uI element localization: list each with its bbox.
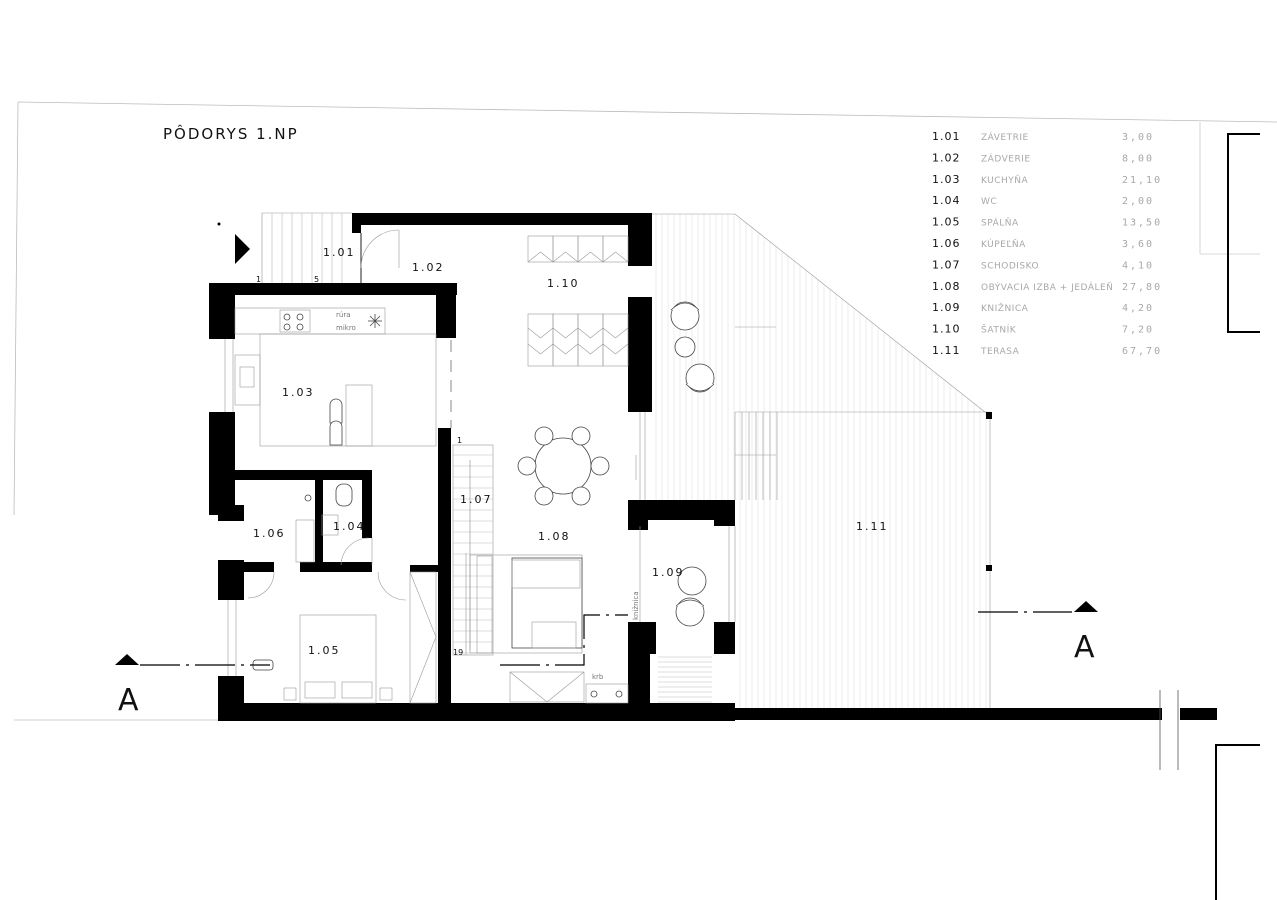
room-1-06: 1.06 <box>253 527 286 540</box>
room-1-02: 1.02 <box>412 261 445 274</box>
legend-name: SPÁLŇA <box>981 217 1019 229</box>
entry-steps <box>261 213 343 283</box>
legend-area: 4,10 <box>1122 260 1154 271</box>
legend-name: ZÁDVERIE <box>981 152 1031 164</box>
legend-row: 1.11 TERASA 67,70 <box>932 344 1162 357</box>
legend-row: 1.02 ZÁDVERIE 8,00 <box>932 151 1154 164</box>
room-1-11: 1.11 <box>856 520 889 533</box>
thin-lines <box>224 212 736 676</box>
legend-number: 1.09 <box>932 301 961 314</box>
section-arrow-left-icon <box>115 654 139 665</box>
legend-row: 1.06 KÚPEĽŇA 3,60 <box>932 237 1154 250</box>
legend-name: WC <box>981 197 997 207</box>
terrace-steps <box>734 412 778 500</box>
dining-set <box>517 426 610 506</box>
legend-area: 27,80 <box>1122 282 1162 293</box>
legend-number: 1.11 <box>932 344 961 357</box>
room-labels: 1.01 1.02 1.03 1.04 1.05 1.06 1.07 1.08 … <box>253 246 889 657</box>
legend-name: OBÝVACIA IZBA + JEDÁLEŇ <box>981 281 1113 293</box>
step-last-label: 5 <box>314 275 319 284</box>
room-1-03: 1.03 <box>282 386 315 399</box>
oven-label: rúra <box>336 311 350 319</box>
legend-number: 1.06 <box>932 237 961 250</box>
bedroom-furniture <box>252 571 437 704</box>
legend-row: 1.04 WC 2,00 <box>932 194 1154 207</box>
legend-name: ŠATNÍK <box>981 324 1017 336</box>
legend-row: 1.10 ŠATNÍK 7,20 <box>932 323 1154 336</box>
kitchen-furniture: rúra mikro <box>234 307 437 447</box>
legend-row: 1.08 OBÝVACIA IZBA + JEDÁLEŇ 27,80 <box>932 280 1162 293</box>
room-legend: 1.01 ZÁVETRIE 3,00 1.02 ZÁDVERIE 8,00 1.03 KUCH… <box>932 130 1162 357</box>
site-boundary <box>13 101 1277 721</box>
legend-area: 67,70 <box>1122 346 1162 357</box>
legend-name: KUCHYŇA <box>981 175 1029 186</box>
bath-furniture <box>247 483 407 601</box>
legend-row: 1.01 ZÁVETRIE 3,00 <box>932 130 1154 143</box>
staircase <box>452 444 494 656</box>
legend-area: 3,60 <box>1122 239 1154 250</box>
microwave-label: mikro <box>336 324 356 332</box>
legend-number: 1.10 <box>932 323 961 336</box>
library-stairs <box>658 656 712 703</box>
room-1-05: 1.05 <box>308 644 341 657</box>
stair-start-label: 1 <box>457 436 462 445</box>
step-first-label: 1 <box>256 275 261 284</box>
legend-name: KÚPEĽŇA <box>981 238 1026 250</box>
walls <box>209 213 1217 721</box>
legend-row: 1.09 KNIŽNICA 4,20 <box>932 301 1154 314</box>
fireplace-label: krb <box>592 673 604 681</box>
library-furniture: knižnica <box>632 566 707 627</box>
wardrobe <box>527 235 629 367</box>
legend-area: 21,10 <box>1122 175 1162 186</box>
section-arrow-right-icon <box>1074 601 1098 612</box>
section-label-right: A <box>1074 630 1095 665</box>
legend-number: 1.02 <box>932 151 961 164</box>
legend-name: KNIŽNICA <box>981 302 1029 314</box>
room-1-04: 1.04 <box>333 520 366 533</box>
legend-row: 1.03 KUCHYŇA 21,10 <box>932 173 1162 186</box>
legend-area: 4,20 <box>1122 303 1154 314</box>
legend-area: 13,50 <box>1122 218 1162 229</box>
legend-number: 1.03 <box>932 173 961 186</box>
room-1-08: 1.08 <box>538 530 571 543</box>
neighbour-building <box>1215 133 1260 900</box>
legend-number: 1.08 <box>932 280 961 293</box>
entrance-arrow-icon <box>235 234 250 264</box>
section-label-left: A <box>118 683 139 718</box>
room-1-01: 1.01 <box>323 246 356 259</box>
plan-title: PÔDORYS 1.NP <box>163 124 299 143</box>
legend-number: 1.01 <box>932 130 961 143</box>
legend-name: TERASA <box>980 347 1020 357</box>
stair-end-label: 19 <box>453 648 463 657</box>
legend-name: ZÁVETRIE <box>981 131 1029 143</box>
room-1-10: 1.10 <box>547 277 580 290</box>
legend-area: 7,20 <box>1122 325 1154 336</box>
legend-number: 1.05 <box>932 216 961 229</box>
room-1-07: 1.07 <box>460 493 493 506</box>
legend-name: SCHODISKO <box>981 261 1039 271</box>
living-furniture: krb <box>465 553 629 704</box>
snowflake-icon <box>368 314 382 328</box>
legend-row: 1.05 SPÁLŇA 13,50 <box>932 216 1162 229</box>
legend-number: 1.04 <box>932 194 961 207</box>
room-1-09: 1.09 <box>652 566 685 579</box>
bookshelf-label: knižnica <box>632 591 640 620</box>
entry-door <box>217 222 400 269</box>
legend-area: 3,00 <box>1122 132 1154 143</box>
terrace-furniture <box>635 301 715 480</box>
legend-number: 1.07 <box>932 258 961 271</box>
legend-area: 8,00 <box>1122 153 1154 164</box>
section-line: A A <box>115 601 1098 718</box>
legend-row: 1.07 SCHODISKO 4,10 <box>932 258 1154 271</box>
legend-area: 2,00 <box>1122 196 1154 207</box>
break-line <box>1159 690 1179 770</box>
